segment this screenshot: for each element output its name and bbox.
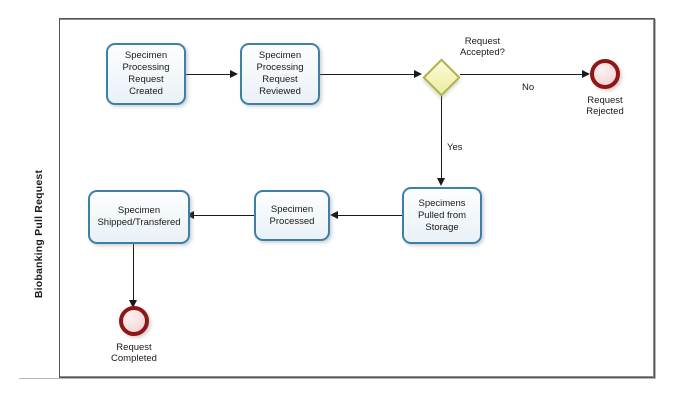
- flow-t3-to-t4: [334, 215, 402, 216]
- end-event-label-request-completed: Request Completed: [111, 342, 157, 364]
- end-event-request-rejected[interactable]: [590, 59, 620, 89]
- task-specimen-processing-request-reviewed[interactable]: Specimen Processing Request Reviewed: [240, 43, 320, 105]
- flow-label-yes: Yes: [447, 142, 463, 153]
- flow-gateway-to-request-rejected: [460, 74, 587, 75]
- arrowhead-t3-to-t4: [330, 211, 338, 219]
- gateway-label-request-accepted: Request Accepted?: [460, 36, 505, 58]
- task-specimen-processing-request-created[interactable]: Specimen Processing Request Created: [106, 43, 186, 105]
- arrowhead-gateway-to-t3: [437, 178, 445, 186]
- task-specimen-shipped-transfered[interactable]: Specimen Shipped/Transfered: [88, 190, 190, 244]
- end-event-label-request-rejected: Request Rejected: [586, 95, 624, 117]
- arrowhead-t1-to-t2: [230, 70, 238, 78]
- arrowhead-gateway-to-request-rejected: [582, 70, 590, 78]
- lane-header: [18, 18, 60, 378]
- flow-t5-to-request-completed: [133, 244, 134, 306]
- flow-gateway-to-t3: [441, 96, 442, 180]
- flow-t2-to-gateway: [320, 74, 418, 75]
- flow-t4-to-t5: [190, 215, 254, 216]
- arrowhead-t2-to-gateway: [414, 70, 422, 78]
- arrowhead-t4-to-t5: [186, 211, 194, 219]
- arrowhead-t5-to-request-completed: [129, 300, 137, 308]
- flow-t1-to-t2: [186, 74, 234, 75]
- lane-label: Biobanking Pull Request: [33, 169, 45, 299]
- flow-label-no: No: [522, 82, 535, 93]
- end-event-request-completed[interactable]: [119, 306, 149, 336]
- task-specimen-processed[interactable]: Specimen Processed: [254, 190, 330, 241]
- task-specimens-pulled-from-storage[interactable]: Specimens Pulled from Storage: [402, 187, 482, 244]
